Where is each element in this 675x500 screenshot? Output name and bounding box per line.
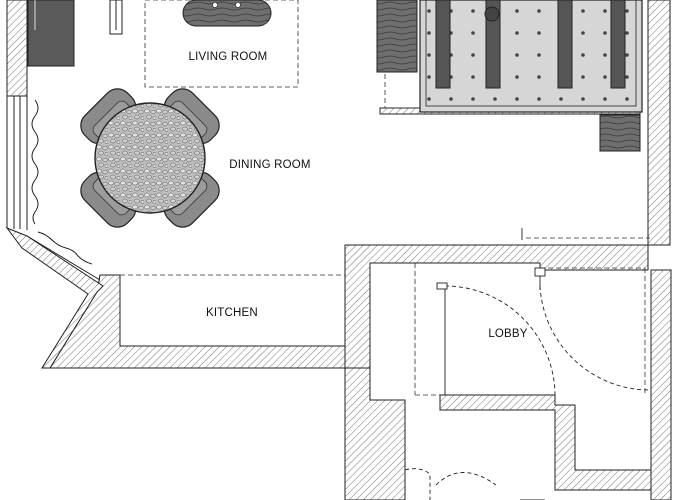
toilet-icon — [404, 468, 431, 500]
desk-icon — [599, 114, 641, 152]
wall-right — [647, 0, 671, 246]
living-room-furniture — [27, 0, 272, 67]
door-swing — [539, 285, 651, 391]
wall-left-upper — [6, 0, 28, 97]
lower-rooms — [404, 410, 545, 500]
door-swing — [444, 285, 556, 396]
living-room-rug — [144, 0, 299, 88]
lobby-doors — [436, 228, 651, 396]
nightstand-icon — [376, 0, 418, 73]
bed-slat-2 — [485, 0, 501, 89]
dining-room-label: DINING ROOM — [229, 159, 310, 171]
kitchen-label: KITCHEN — [206, 307, 258, 319]
living-room-label: LIVING ROOM — [189, 51, 268, 63]
wall-right-lower — [650, 269, 672, 500]
bay-window — [6, 96, 101, 281]
bed-slat-4 — [610, 0, 626, 89]
wall-corridor-top — [344, 244, 649, 401]
tv-cabinet-icon — [27, 0, 75, 67]
wall-lower-centre — [344, 367, 406, 500]
lobby-label: LOBBY — [488, 328, 527, 340]
bedroom-furniture — [376, 0, 643, 152]
coffee-table-icon — [182, 0, 272, 27]
bed-slat-3 — [557, 0, 573, 89]
round-table-icon — [94, 102, 206, 214]
bed-slat-1 — [435, 0, 451, 89]
wall-bay-window — [5, 226, 104, 369]
dining-set — [80, 88, 220, 228]
bed-icon — [419, 0, 643, 113]
wall-lobby-bottom — [439, 394, 652, 491]
